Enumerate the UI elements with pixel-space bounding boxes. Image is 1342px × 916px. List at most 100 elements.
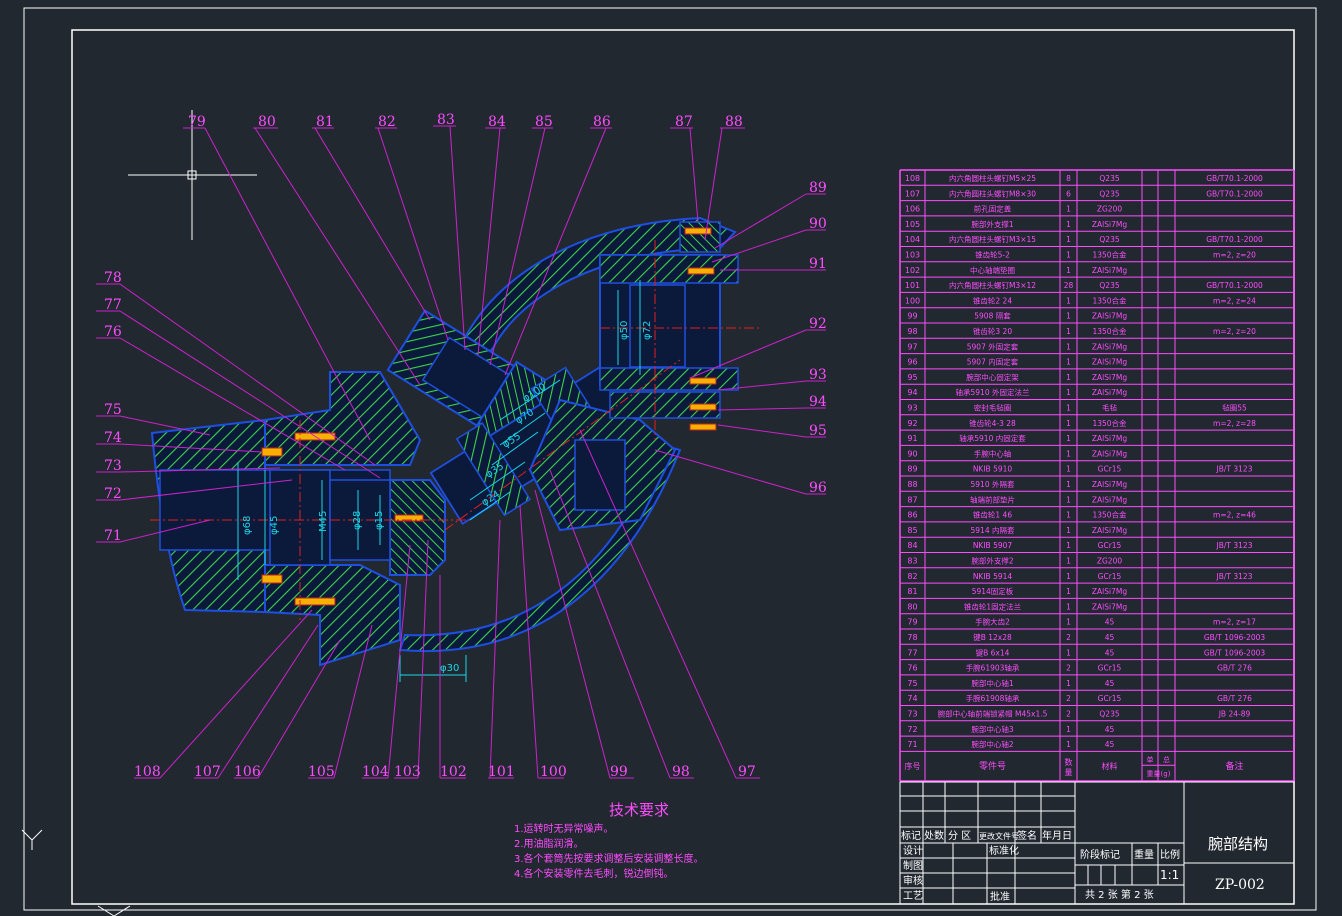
bom-material: Q235 xyxy=(1099,235,1119,244)
bom-material: ZAlSi7Mg xyxy=(1092,312,1127,321)
assembly-drawing: φ50 φ72 φ100 φ70 φ55 φ35 φ24 φ68 φ45 M45… xyxy=(96,112,827,780)
bom-quantity: 1 xyxy=(1066,449,1071,458)
bom-quantity: 1 xyxy=(1066,404,1071,413)
bom-note: GB/T 276 xyxy=(1217,664,1252,673)
bom-part-name: 5914固定板 xyxy=(972,586,1014,596)
bom-item-number: 82 xyxy=(907,572,917,581)
bom-part-name: 5908 隔套 xyxy=(974,311,1011,321)
bom-item-number: 85 xyxy=(907,526,917,535)
bom-part-name: 5914 内隔套 xyxy=(971,525,1015,535)
bom-part-name: 内六角圆柱头螺钉M5×25 xyxy=(949,173,1036,183)
tech-item: 1.运转时无异常噪声。 xyxy=(514,822,614,835)
bom-item-number: 107 xyxy=(905,189,920,198)
dim-label: φ72 xyxy=(642,321,653,340)
title-block: 标记 处数 分 区 更改文件号 签名 年月日 设计 制图 审核 工艺 标准化 批… xyxy=(899,781,1295,905)
bom-part-name: NKIB 5910 xyxy=(973,465,1013,474)
bom-item-number: 84 xyxy=(907,541,917,550)
bom-item-number: 104 xyxy=(905,235,920,244)
balloon-number: 71 xyxy=(104,528,122,544)
bom-note: JB/T 3123 xyxy=(1216,572,1253,581)
bom-note: GB/T70.1-2000 xyxy=(1206,174,1263,183)
bom-item-number: 87 xyxy=(907,495,917,504)
bom-note: m=2, z=28 xyxy=(1213,419,1256,428)
bom-quantity: 1 xyxy=(1066,541,1071,550)
bom-material: ZAlSi7Mg xyxy=(1092,388,1127,397)
bom-part-name: 键B 6x14 xyxy=(976,647,1010,657)
balloon-number: 101 xyxy=(488,764,515,780)
bom-part-name: 5907 外固定套 xyxy=(967,341,1019,351)
balloon-number: 90 xyxy=(809,216,827,232)
balloon-number: 75 xyxy=(104,402,122,418)
upper-bearing-housing xyxy=(264,371,422,466)
bom-quantity: 1 xyxy=(1066,465,1071,474)
balloon-number: 81 xyxy=(316,114,334,130)
bom-part-name: 轴承5910 内固定套 xyxy=(959,433,1026,443)
balloon-number: 93 xyxy=(809,367,827,383)
bom-item-number: 96 xyxy=(907,358,917,367)
bom-part-name: NKIB 5907 xyxy=(973,541,1013,550)
bom-item-number: 83 xyxy=(907,557,917,566)
drawing-title: 腕部结构 xyxy=(1208,835,1268,853)
bom-part-name: 锥齿轮5-2 xyxy=(975,250,1010,260)
bom-part-name: 腕部外支撑1 xyxy=(971,219,1013,229)
sheet-count: 共 2 张 第 2 张 xyxy=(1085,888,1154,901)
dim-label: φ50 xyxy=(619,321,630,340)
bom-material: Q235 xyxy=(1099,281,1119,290)
bom-part-name: 腕部外支撑2 xyxy=(971,556,1013,566)
bom-quantity: 1 xyxy=(1066,587,1071,596)
bom-material: 45 xyxy=(1105,633,1115,642)
bom-header-total: 总 xyxy=(1163,755,1170,764)
role-label: 审核 xyxy=(903,874,923,887)
tech-item: 2.用油脂润滑。 xyxy=(514,837,584,850)
balloon-number: 107 xyxy=(194,764,221,780)
rev-label: 年月日 xyxy=(1042,829,1072,842)
bom-note: JB 24-89 xyxy=(1218,710,1251,719)
bom-quantity: 1 xyxy=(1066,373,1071,382)
bom-material: 毛毡 xyxy=(1102,403,1118,413)
balloon-number: 86 xyxy=(593,114,611,130)
balloon-number: 88 xyxy=(725,114,743,130)
bom-item-number: 80 xyxy=(907,602,917,611)
bom-quantity: 1 xyxy=(1066,511,1071,520)
top-cap xyxy=(679,221,721,253)
bom-header-qty: 量 xyxy=(1065,768,1073,777)
top-right-inner-shaft xyxy=(629,284,686,368)
bom-item-number: 73 xyxy=(907,710,917,719)
bom-quantity: 1 xyxy=(1066,618,1071,627)
bom-quantity: 8 xyxy=(1066,174,1071,183)
bom-note: m=2, z=46 xyxy=(1213,511,1256,520)
bom-item-number: 106 xyxy=(905,205,920,214)
bom-item-number: 99 xyxy=(907,312,917,321)
bom-part-name: 内六角圆柱头螺钉M3×15 xyxy=(949,234,1036,244)
balloon-number: 100 xyxy=(540,764,567,780)
drawing-code: ZP-002 xyxy=(1215,877,1265,893)
balloon-number: 87 xyxy=(675,114,693,130)
bom-note: GB/T 1096-2003 xyxy=(1204,648,1266,657)
bom-quantity: 2 xyxy=(1066,694,1071,703)
bom-material: Q235 xyxy=(1099,174,1119,183)
bom-quantity: 1 xyxy=(1066,434,1071,443)
balloon-number: 73 xyxy=(104,458,122,474)
bom-part-name: 腕部中心轴3 xyxy=(971,724,1013,734)
bom-quantity: 2 xyxy=(1066,710,1071,719)
bom-item-number: 89 xyxy=(907,465,917,474)
bom-part-name: 5910 外隔套 xyxy=(971,479,1015,489)
bom-note: 毡圈55 xyxy=(1222,403,1247,413)
bom-item-number: 90 xyxy=(907,449,917,458)
tech-item: 4.各个安装零件去毛刺，锐边倒钝。 xyxy=(514,867,674,880)
balloon-number: 79 xyxy=(188,114,206,130)
balloon-number: 103 xyxy=(394,764,421,780)
bom-note: m=2, z=20 xyxy=(1213,251,1256,260)
bom-material: 1350合金 xyxy=(1092,326,1127,336)
balloon-number: 97 xyxy=(738,764,756,780)
bom-header-no: 序号 xyxy=(905,761,921,771)
stage-mark-label: 阶段标记 xyxy=(1080,848,1120,861)
balloon-number: 92 xyxy=(809,316,827,332)
crosshair-cursor-icon xyxy=(128,110,257,240)
bom-part-name: 5907 内固定套 xyxy=(967,357,1019,367)
bom-header-qty: 数 xyxy=(1065,757,1073,767)
bom-material: 45 xyxy=(1105,740,1115,749)
dim-label: φ30 xyxy=(440,663,459,674)
